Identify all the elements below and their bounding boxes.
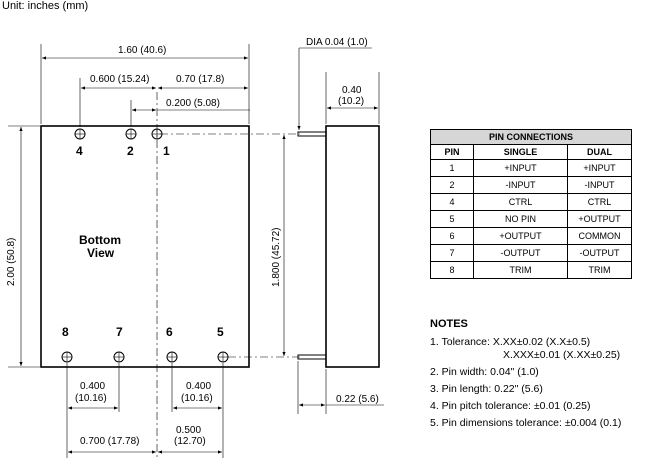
unit-label: Unit: inches (mm) bbox=[2, 0, 89, 12]
cell-single: +INPUT bbox=[473, 159, 568, 177]
pin-1-label: 1 bbox=[163, 144, 170, 158]
cell-single: NO PIN bbox=[473, 210, 568, 228]
dim-pin-row-spacing-text: 1.800 (45.72) bbox=[271, 228, 282, 288]
cell-dual: CTRL bbox=[567, 193, 632, 211]
cell-single: +OUTPUT bbox=[473, 227, 568, 245]
notes-section: NOTES 1. Tolerance: X.XX±0.02 (X.X±0.5) … bbox=[430, 316, 621, 432]
note-item: 3. Pin length: 0.22" (5.6) bbox=[430, 383, 543, 395]
column-header-single: SINGLE bbox=[473, 144, 568, 160]
cell-dual: COMMON bbox=[567, 227, 632, 245]
dim-pin8-to-pin7-mm: (10.16) bbox=[75, 393, 107, 404]
dim-overall-height-text: 2.00 (50.8) bbox=[6, 238, 17, 286]
notes-title: NOTES bbox=[430, 318, 468, 330]
pin-5 bbox=[217, 351, 229, 363]
dim-pin4-to-pin1-text: 0.600 (15.24) bbox=[90, 74, 150, 85]
cell-pin: 1 bbox=[430, 159, 474, 177]
side-pin-top bbox=[297, 131, 327, 137]
note-item: 1. Tolerance: X.XX±0.02 (X.X±0.5) bbox=[430, 336, 591, 348]
cell-dual: +OUTPUT bbox=[567, 210, 632, 228]
bottom-view-label-line1: Bottom bbox=[79, 233, 121, 247]
pin-6 bbox=[166, 351, 178, 363]
note-item: 2. Pin width: 0.04" (1.0) bbox=[430, 366, 539, 378]
dim-pin8-to-center-text: 0.700 (17.78) bbox=[80, 436, 140, 447]
pin-8 bbox=[61, 351, 73, 363]
table-row: 5 NO PIN +OUTPUT bbox=[430, 210, 632, 228]
column-header-pin: PIN bbox=[430, 144, 474, 160]
table-row: 8 TRIM TRIM bbox=[430, 261, 632, 279]
table-row: 7 -OUTPUT -OUTPUT bbox=[430, 244, 632, 262]
dim-side-thickness-mm: (10.2) bbox=[338, 96, 364, 107]
table-row: 2 -INPUT -INPUT bbox=[430, 176, 632, 194]
table-row: 6 +OUTPUT COMMON bbox=[430, 227, 632, 245]
note-item-continuation: X.XXX±0.01 (X.XX±0.25) bbox=[503, 349, 621, 361]
dim-overall-width-text: 1.60 (40.6) bbox=[118, 45, 166, 56]
dim-side-thickness-in: 0.40 bbox=[342, 85, 362, 96]
cell-pin: 8 bbox=[430, 261, 474, 279]
cell-single: -OUTPUT bbox=[473, 244, 568, 262]
table-title: PIN CONNECTIONS bbox=[430, 129, 632, 145]
column-header-dual: DUAL bbox=[567, 144, 632, 160]
note-item: 5. Pin dimensions tolerance: ±0.004 (0.1… bbox=[430, 417, 622, 429]
dim-pin1-to-right-text: 0.70 (17.8) bbox=[176, 74, 224, 85]
cell-pin: 7 bbox=[430, 244, 474, 262]
pin-1 bbox=[151, 128, 163, 140]
dim-center-to-pin5-in: 0.500 bbox=[176, 425, 201, 436]
cell-pin: 4 bbox=[430, 193, 474, 211]
pin-2 bbox=[125, 128, 137, 140]
cell-single: -INPUT bbox=[473, 176, 568, 194]
pin-2-label: 2 bbox=[127, 144, 134, 158]
cell-dual: TRIM bbox=[567, 261, 632, 279]
cell-single: CTRL bbox=[473, 193, 568, 211]
pin-7 bbox=[113, 351, 125, 363]
table-row: 4 CTRL CTRL bbox=[430, 193, 632, 211]
cell-dual: -INPUT bbox=[567, 176, 632, 194]
dim-pin-dia-text: DIA 0.04 (1.0) bbox=[306, 37, 368, 48]
pin-connections-table: PIN CONNECTIONS PIN SINGLE DUAL 1 +INPUT… bbox=[430, 129, 632, 279]
note-item: 4. Pin pitch tolerance: ±0.01 (0.25) bbox=[430, 400, 591, 412]
dim-pin-length-text: 0.22 (5.6) bbox=[336, 394, 379, 405]
dim-pin6-to-pin5-mm: (10.16) bbox=[181, 393, 213, 404]
pin-4 bbox=[74, 128, 86, 140]
pin-5-label: 5 bbox=[217, 325, 224, 339]
table-row: 1 +INPUT +INPUT bbox=[430, 159, 632, 177]
dim-pin6-to-pin5-in: 0.400 bbox=[186, 381, 211, 392]
cell-pin: 6 bbox=[430, 227, 474, 245]
cell-dual: -OUTPUT bbox=[567, 244, 632, 262]
pin-6-label: 6 bbox=[166, 325, 173, 339]
dim-pin8-to-pin7-in: 0.400 bbox=[80, 381, 105, 392]
pin-4-label: 4 bbox=[76, 144, 83, 158]
module-body-bottom-view bbox=[40, 125, 250, 368]
bottom-view-label-line2: View bbox=[87, 246, 115, 260]
dim-pin2-to-pin1-text: 0.200 (5.08) bbox=[166, 98, 220, 109]
cell-pin: 5 bbox=[430, 210, 474, 228]
cell-dual: +INPUT bbox=[567, 159, 632, 177]
cell-single: TRIM bbox=[473, 261, 568, 279]
module-body-side-view bbox=[325, 125, 380, 368]
dim-center-to-pin5-mm: (12.70) bbox=[174, 436, 206, 447]
pin-8-label: 8 bbox=[62, 325, 69, 339]
pin-7-label: 7 bbox=[116, 325, 123, 339]
side-pin-bottom bbox=[297, 354, 327, 360]
cell-pin: 2 bbox=[430, 176, 474, 194]
